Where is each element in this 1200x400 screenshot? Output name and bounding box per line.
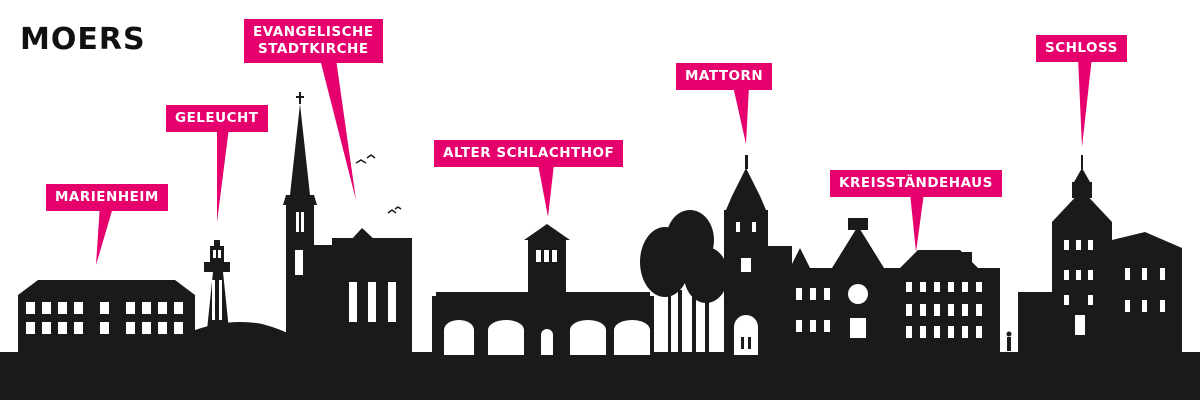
label-kreisstaendehaus-text: KREISSTÄNDEHAUS bbox=[839, 175, 993, 191]
label-marienheim: MARIENHEIM bbox=[46, 184, 168, 211]
pointer-schlachthof bbox=[538, 164, 554, 217]
label-stadtkirche: EVANGELISCHE STADTKIRCHE bbox=[244, 19, 383, 63]
marienheim-building bbox=[18, 280, 195, 355]
pointer-marienheim bbox=[96, 204, 114, 265]
stadtkirche bbox=[283, 92, 412, 355]
tree-cluster bbox=[640, 210, 728, 355]
geleucht-tower bbox=[195, 240, 300, 355]
label-kreisstaendehaus: KREISSTÄNDEHAUS bbox=[830, 170, 1002, 197]
ground-strip bbox=[0, 352, 1200, 400]
label-schlachthof: ALTER SCHLACHTHOF bbox=[434, 140, 624, 167]
label-schloss: SCHLOSS bbox=[1036, 35, 1127, 62]
pointer-mattorn bbox=[733, 86, 749, 144]
label-schloss-text: SCHLOSS bbox=[1045, 40, 1118, 56]
label-stadtkirche-line1: EVANGELISCHE bbox=[253, 24, 374, 40]
pointer-kreisstaendehaus bbox=[910, 193, 924, 252]
label-marienheim-text: MARIENHEIM bbox=[55, 189, 159, 205]
label-geleucht: GELEUCHT bbox=[166, 105, 268, 132]
page-title: MOERS bbox=[20, 22, 146, 57]
label-schlachthof-text: ALTER SCHLACHTHOF bbox=[443, 145, 615, 161]
pointer-schloss bbox=[1078, 57, 1092, 147]
pointer-geleucht bbox=[217, 128, 229, 222]
pedestrian-figure bbox=[1006, 331, 1012, 351]
label-geleucht-text: GELEUCHT bbox=[175, 110, 259, 126]
label-stadtkirche-line2: STADTKIRCHE bbox=[258, 41, 369, 57]
schloss-building bbox=[1018, 155, 1182, 355]
pointer-kirche bbox=[320, 59, 356, 200]
label-mattorn: MATTORN bbox=[676, 63, 773, 90]
label-mattorn-text: MATTORN bbox=[685, 68, 764, 84]
